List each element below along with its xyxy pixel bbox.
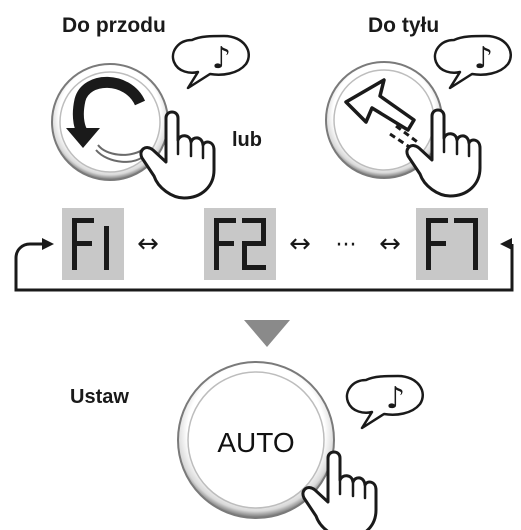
arrow-left-dashed-icon [344,78,421,152]
set-label: Ustaw [70,386,129,408]
beep-note-forward: ♪ [212,41,231,76]
speech-bubble-note-icon-3 [345,374,425,430]
double-arrow-icon-2: ↔ [289,229,311,259]
or-label: lub [232,129,262,151]
speech-bubble-note-icon-2 [433,34,513,90]
display-f1 [62,208,124,280]
forward-label: Do przodu [62,14,166,37]
cycle-loop-arrow [14,238,514,292]
triangle-down-icon [244,320,290,347]
auto-button[interactable] [177,361,335,519]
ellipsis: ··· [336,233,357,258]
double-arrow-icon-3: ↔ [379,229,401,259]
backward-label: Do tyłu [368,14,440,37]
display-f7 [416,208,488,280]
beep-note-auto: ♪ [386,381,405,416]
beep-note-backward: ♪ [474,41,493,76]
auto-button-label: AUTO [217,427,294,458]
double-arrow-icon: ↔ [137,229,159,259]
speech-bubble-note-icon [171,34,251,90]
display-f2 [204,208,276,280]
